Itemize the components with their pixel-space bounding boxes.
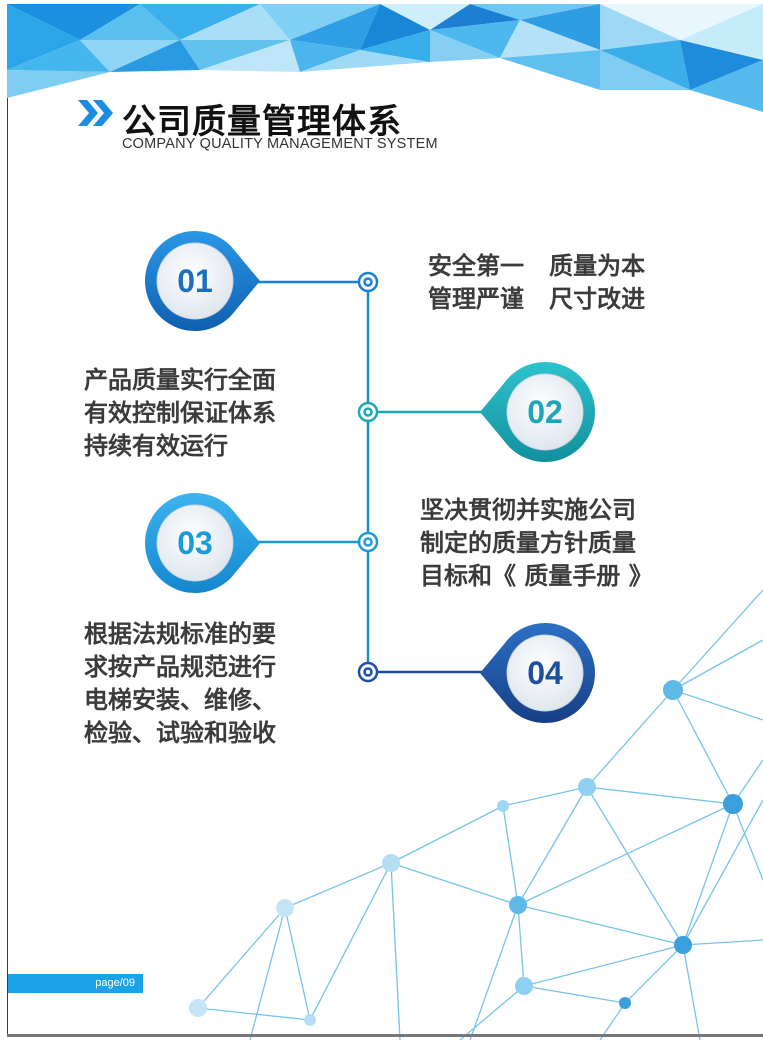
- text-line: 制定的质量方针质量: [420, 529, 636, 557]
- step-badge-02: 02: [470, 357, 600, 467]
- text-line: 管理严谨 尺寸改进: [428, 285, 646, 313]
- step-04-text: 根据法规标准的要 求按产品规范进行 电梯安装、维修、 检验、试验和验收: [84, 618, 276, 750]
- text-line: 持续有效运行: [84, 432, 228, 460]
- page-title: 公司质量管理体系: [122, 102, 402, 142]
- step-number: 03: [177, 525, 213, 561]
- text-line: 根据法规标准的要: [84, 620, 276, 648]
- step-number: 04: [527, 655, 563, 691]
- text-line: 求按产品规范进行: [84, 653, 276, 681]
- text-line: 有效控制保证体系: [84, 399, 276, 427]
- page-number-label: page/09: [8, 974, 143, 993]
- double-chevron-right-icon: [78, 100, 113, 126]
- step-01-text: 安全第一 质量为本 管理严谨 尺寸改进: [428, 250, 645, 316]
- text-line: 坚决贯彻并实施公司: [420, 496, 636, 524]
- step-badge-03: 03: [140, 488, 270, 598]
- text-line: 检验、试验和验收: [84, 719, 276, 747]
- text-line: 安全第一 质量为本: [428, 252, 646, 280]
- step-02-text: 产品质量实行全面 有效控制保证体系 持续有效运行: [84, 364, 276, 463]
- text-line: 产品质量实行全面: [84, 366, 276, 394]
- page-subtitle: COMPANY QUALITY MANAGEMENT SYSTEM: [122, 136, 438, 152]
- step-badge-04: 04: [470, 618, 600, 728]
- step-number: 01: [177, 263, 213, 299]
- step-badge-01: 01: [140, 226, 270, 336]
- step-number: 02: [527, 394, 563, 430]
- text-line: 电梯安装、维修、: [84, 686, 276, 714]
- text-line: 目标和《 质量手册 》: [420, 562, 653, 590]
- step-03-text: 坚决贯彻并实施公司 制定的质量方针质量 目标和《 质量手册 》: [420, 494, 653, 593]
- top-geometric-banner: [7, 4, 763, 112]
